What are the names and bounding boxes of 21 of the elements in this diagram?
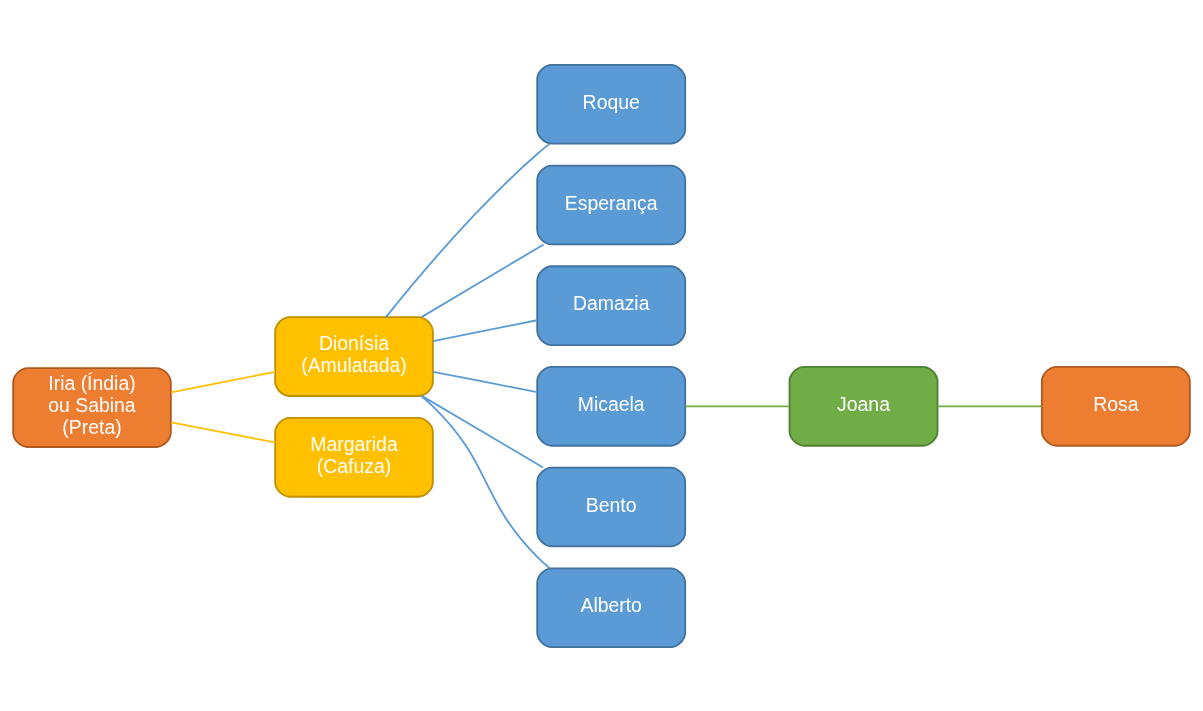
node-box: Roque	[536, 63, 687, 145]
connector	[420, 243, 545, 318]
node-box: Rosa	[1040, 365, 1191, 447]
connector	[432, 370, 538, 393]
connector	[936, 404, 1043, 407]
node-box: Damazia	[536, 264, 687, 346]
node-box: Alberto	[536, 566, 687, 648]
connector	[432, 318, 538, 342]
node-box: Bento	[536, 466, 687, 547]
node-box: Micaela	[536, 365, 687, 447]
node-box: Esperança	[536, 164, 687, 245]
node-box: Dionísia (Amulatada)	[274, 315, 434, 397]
connector	[420, 394, 551, 569]
connector	[684, 404, 791, 407]
connector	[421, 394, 544, 468]
connector	[385, 142, 551, 318]
node-box: Margarida (Cafuza)	[274, 416, 434, 498]
connector	[170, 370, 276, 393]
node-box: Joana	[788, 365, 939, 447]
node-box: Iria (Índia) ou Sabina (Preta)	[12, 366, 172, 448]
connector	[170, 421, 276, 443]
